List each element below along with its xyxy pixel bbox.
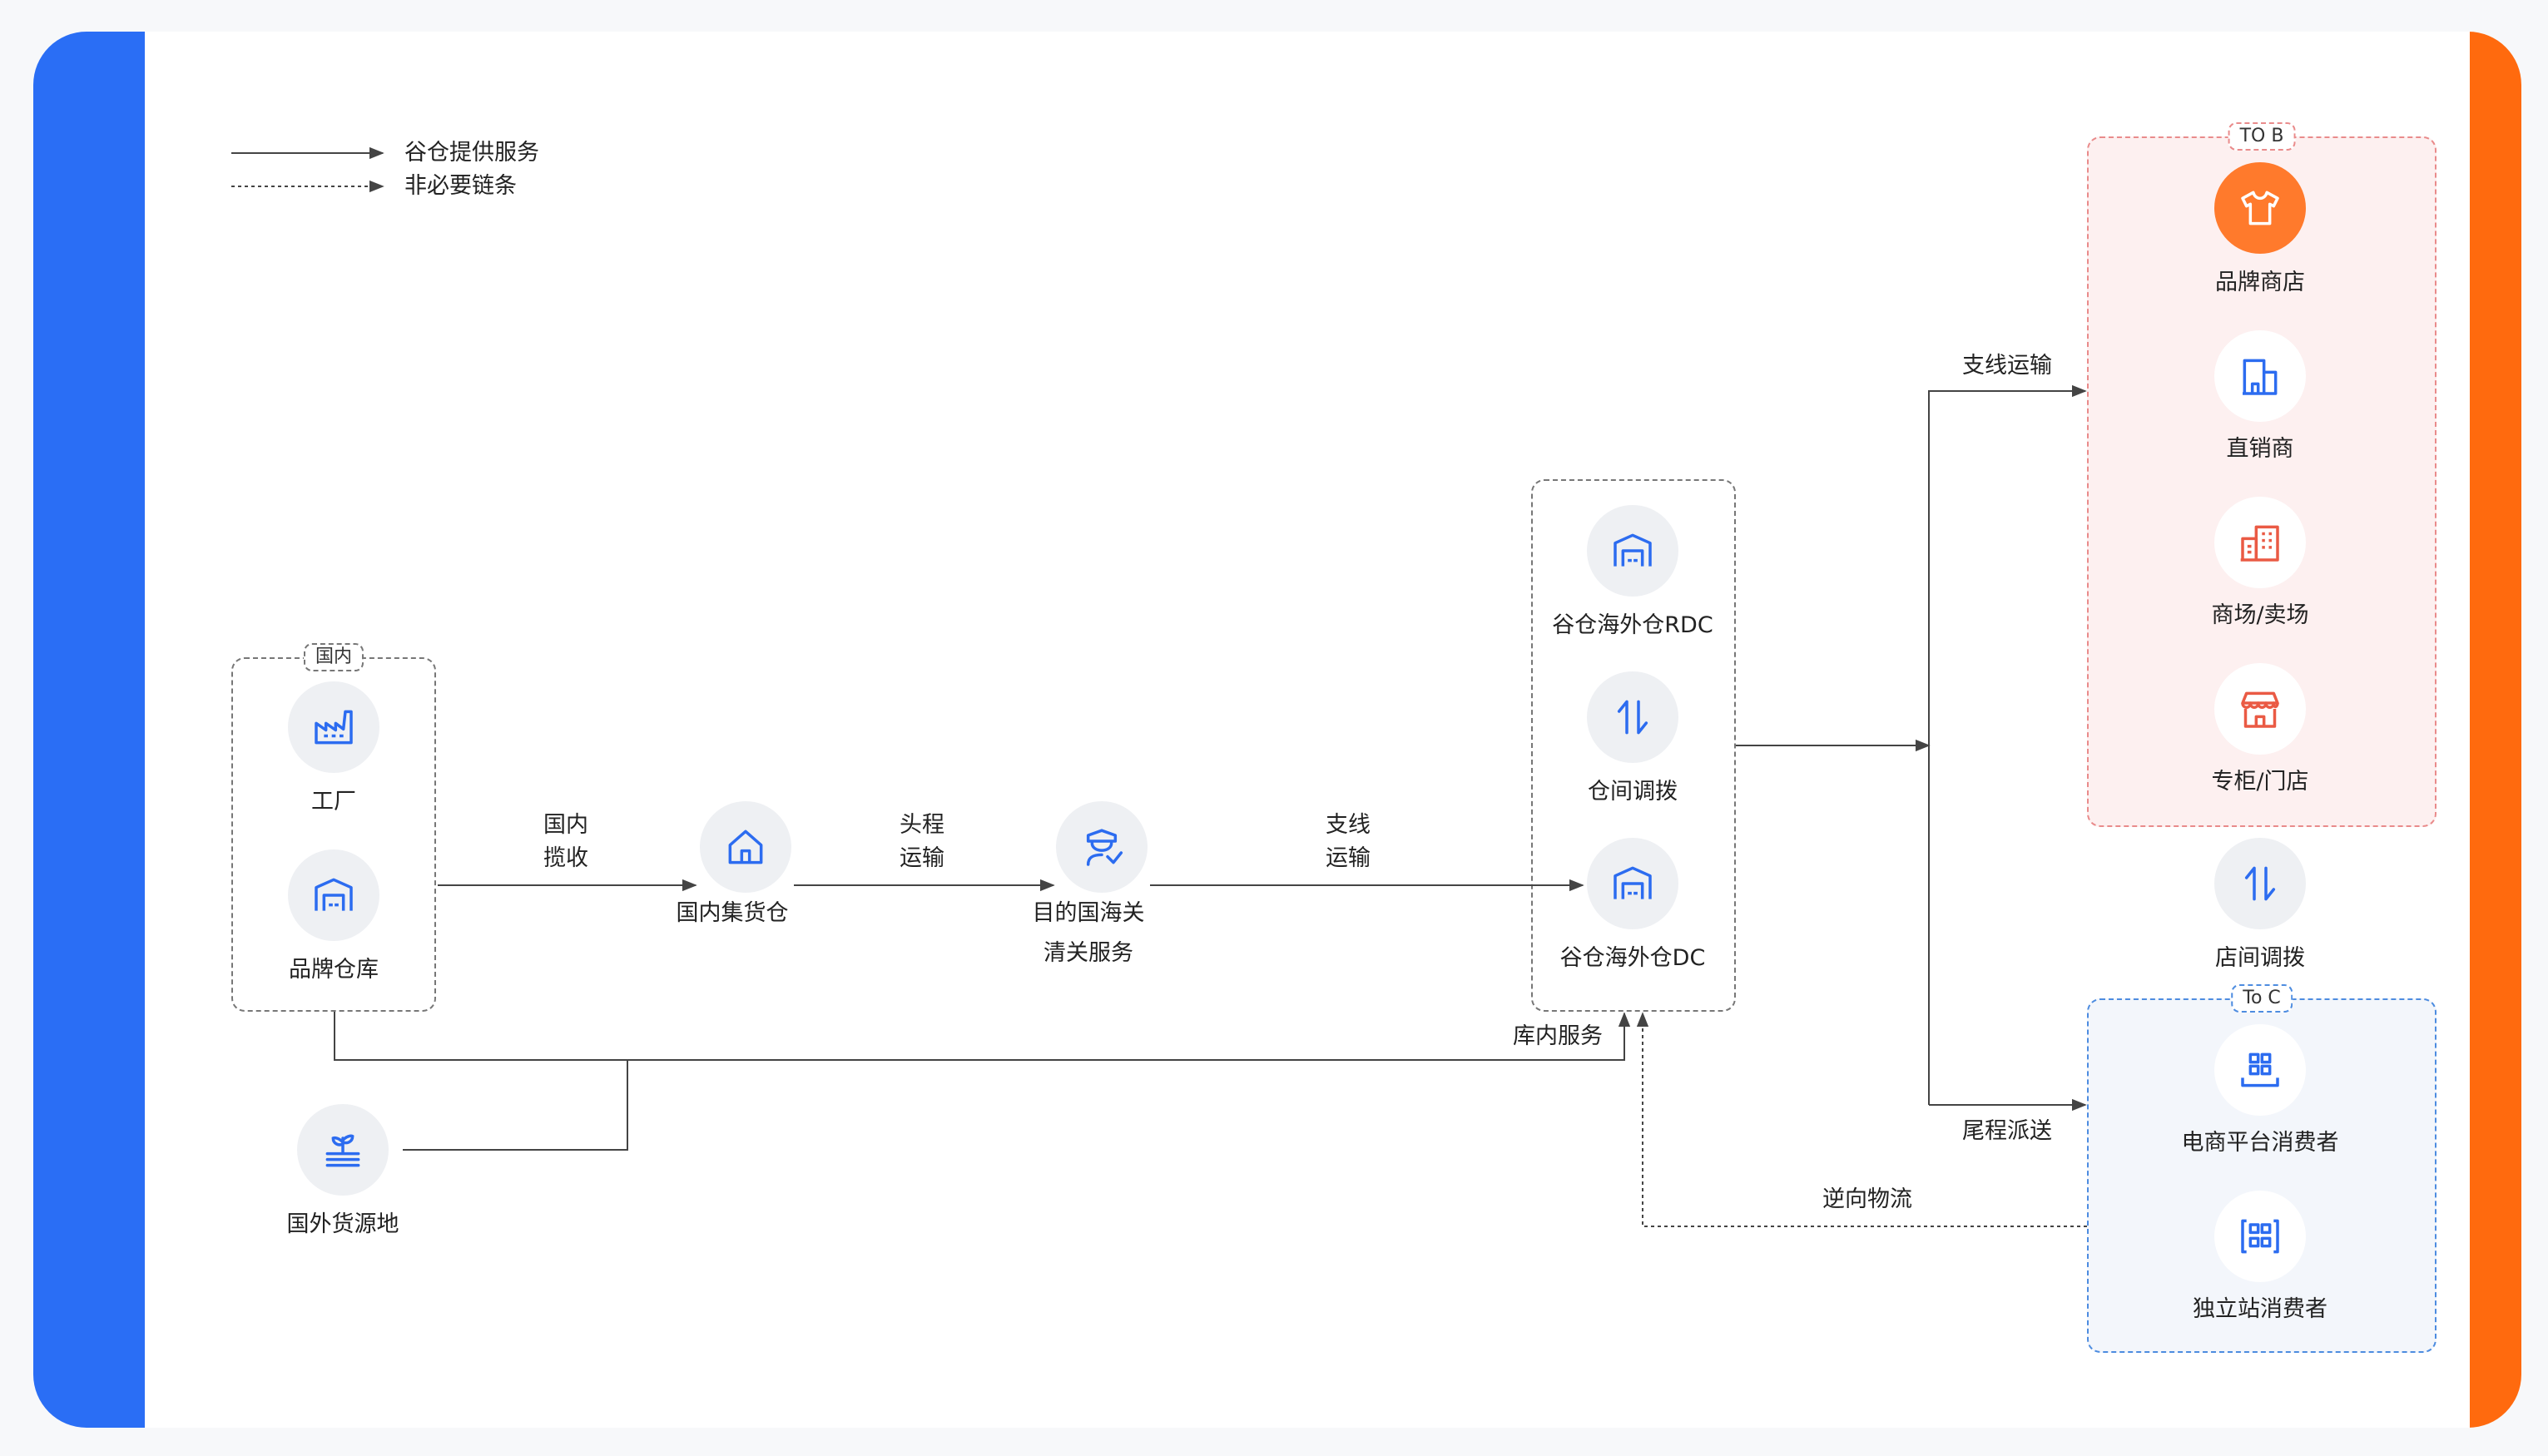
mall-label: 商场/卖场 — [2211, 602, 2309, 628]
warehouse-icon — [315, 878, 353, 911]
swap-arrows-icon — [2244, 866, 2276, 901]
domestic-tag: 国内 — [303, 643, 364, 671]
consolidation-node — [700, 801, 791, 893]
dc-label: 谷仓海外仓DC — [1559, 945, 1706, 971]
customs-node — [1056, 801, 1148, 893]
grid-platform-icon — [2241, 1052, 2279, 1087]
edge-label-branch-transport: 支线运输 — [1962, 353, 2052, 379]
edge-label-in-warehouse: 库内服务 — [1513, 1023, 1603, 1049]
edge-label-branch-1: 支线 — [1326, 812, 1371, 838]
store-transfer-label: 店间调拨 — [2215, 945, 2305, 971]
consolidation-label: 国内集货仓 — [676, 900, 789, 926]
transfer-label: 仓间调拨 — [1588, 779, 1678, 805]
site-consumer-node — [2214, 1191, 2306, 1282]
ecom-consumer-node — [2214, 1024, 2306, 1116]
to-c-tag: To C — [2231, 984, 2293, 1013]
edge-in-warehouse — [334, 1012, 1631, 1061]
to-b-tag: TO B — [2228, 122, 2296, 151]
customs-label-2: 清关服务 — [1043, 940, 1133, 966]
site-consumer-label: 独立站消费者 — [2193, 1296, 2327, 1322]
brand-store-label: 品牌商店 — [2215, 270, 2305, 295]
warehouse-icon — [1614, 533, 1652, 567]
edge-label-branch-2: 运输 — [1326, 845, 1371, 871]
overseas-warehouse-group — [1531, 479, 1736, 1012]
store-transfer-node — [2214, 838, 2306, 929]
right-accent-bar — [2470, 32, 2521, 1428]
edge-reverse-logistics — [1636, 1012, 2087, 1227]
brand-store-node — [2214, 162, 2306, 254]
dc-node — [1587, 838, 1678, 929]
rdc-node — [1587, 505, 1678, 597]
legend-dotted-label: 非必要链条 — [404, 173, 517, 199]
left-accent-bar — [33, 32, 145, 1428]
counter-label: 专柜/门店 — [2211, 769, 2309, 795]
factory-node — [288, 681, 379, 773]
sprout-icon — [325, 1134, 360, 1167]
edge-label-pickup-2: 揽收 — [543, 845, 588, 871]
edge-branch-transport — [1928, 384, 2087, 1105]
distributor-node — [2214, 330, 2306, 422]
warehouse-icon — [1614, 866, 1652, 899]
edge-label-reverse: 逆向物流 — [1822, 1186, 1912, 1212]
mall-icon — [2240, 525, 2279, 562]
edge-label-pickup-1: 国内 — [543, 812, 588, 838]
edge-label-first-leg-1: 头程 — [900, 812, 944, 838]
counter-node — [2214, 663, 2306, 755]
brand-warehouse-node — [288, 849, 379, 941]
distributor-label: 直销商 — [2226, 436, 2294, 462]
grid-site-icon — [2241, 1219, 2279, 1254]
edge-overseas-source — [403, 1060, 628, 1151]
building-icon — [2243, 359, 2278, 395]
factory-icon — [315, 710, 353, 745]
transfer-node — [1587, 671, 1678, 763]
customs-officer-icon — [1086, 829, 1123, 866]
mall-node — [2214, 497, 2306, 588]
overseas-source-label: 国外货源地 — [286, 1211, 399, 1237]
edge-label-first-leg-2: 运输 — [900, 845, 944, 871]
brand-warehouse-label: 品牌仓库 — [289, 957, 379, 983]
overseas-source-node — [297, 1104, 389, 1196]
tshirt-icon — [2241, 191, 2279, 225]
rdc-label: 谷仓海外仓RDC — [1552, 612, 1713, 638]
swap-arrows-icon — [1617, 700, 1648, 735]
ecom-consumer-label: 电商平台消费者 — [2181, 1130, 2339, 1156]
factory-label: 工厂 — [311, 789, 356, 815]
legend-solid-label: 谷仓提供服务 — [404, 140, 539, 166]
storefront-icon — [2241, 691, 2279, 728]
customs-label-1: 目的国海关 — [1032, 900, 1145, 926]
edge-label-last-mile: 尾程派送 — [1962, 1118, 2052, 1144]
home-icon — [728, 830, 763, 864]
